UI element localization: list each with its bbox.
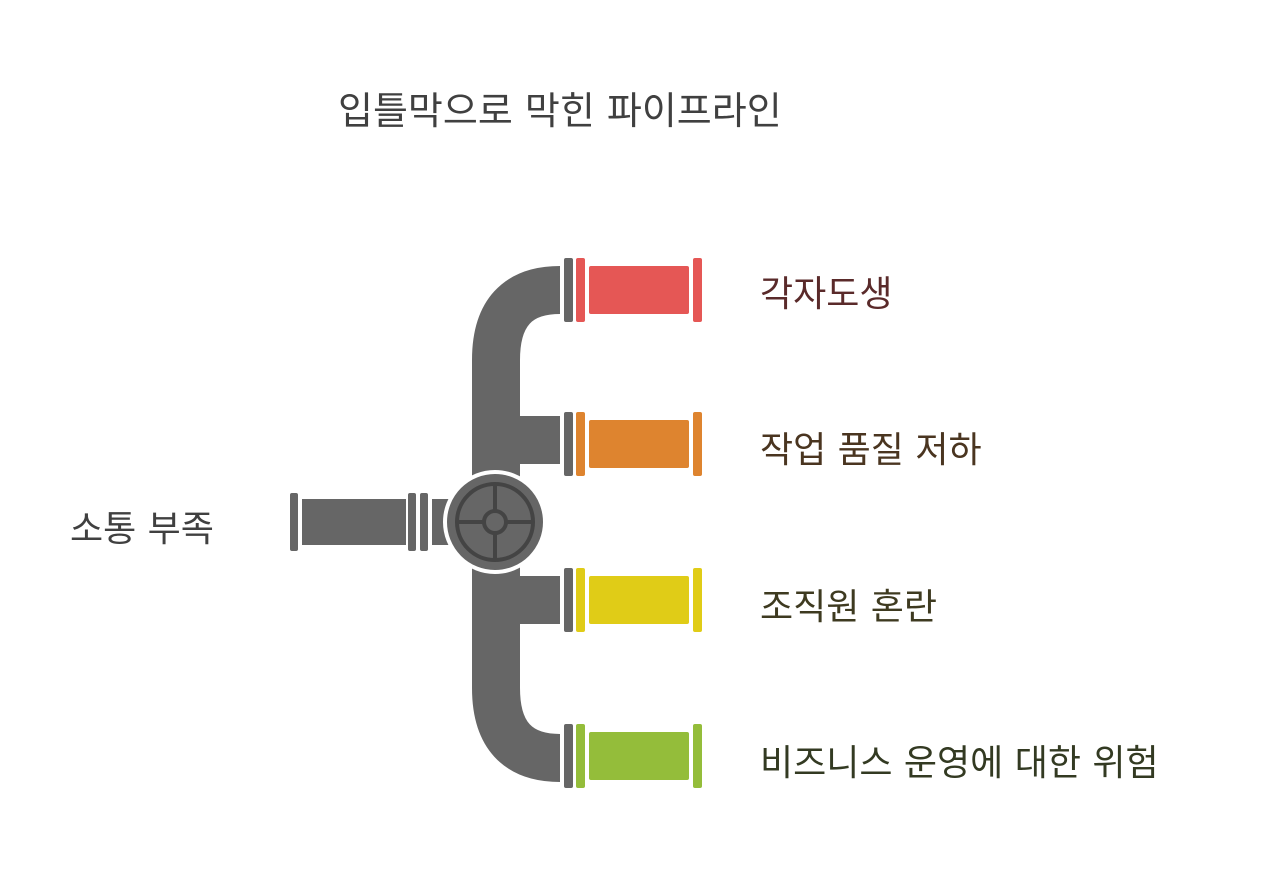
output-label-4: 비즈니스 운영에 대한 위험 xyxy=(760,743,1159,784)
output-1-cap xyxy=(693,258,702,322)
output-3-segment xyxy=(589,576,689,624)
output-4-flange-gray xyxy=(564,724,573,788)
input-pipe xyxy=(290,493,452,551)
output-label-2: 작업 품질 저하 xyxy=(760,430,982,471)
output-label-3: 조직원 혼란 xyxy=(760,587,938,628)
output-3-cap xyxy=(693,568,702,632)
output-2-flange-color xyxy=(576,412,585,476)
output-3-flange-gray xyxy=(564,568,573,632)
valve-hub xyxy=(482,509,508,535)
output-label-1: 각자도생 xyxy=(760,274,893,315)
input-flange-2 xyxy=(420,493,428,551)
source-label: 소통 부족 xyxy=(70,509,214,550)
output-4-cap xyxy=(693,724,702,788)
output-1-segment xyxy=(589,266,689,314)
valve xyxy=(443,470,547,574)
output-1-flange-gray xyxy=(564,258,573,322)
page-title: 입틀막으로 막힌 파이프라인 xyxy=(338,89,782,133)
output-1-flange-color xyxy=(576,258,585,322)
output-4-segment xyxy=(589,732,689,780)
output-pipes xyxy=(564,258,702,788)
input-cap xyxy=(290,493,298,551)
output-3-flange-color xyxy=(576,568,585,632)
output-2-cap xyxy=(693,412,702,476)
output-2-flange-gray xyxy=(564,412,573,476)
input-segment xyxy=(302,499,406,545)
input-flange-1 xyxy=(408,493,416,551)
output-2-segment xyxy=(589,420,689,468)
output-4-flange-color xyxy=(576,724,585,788)
